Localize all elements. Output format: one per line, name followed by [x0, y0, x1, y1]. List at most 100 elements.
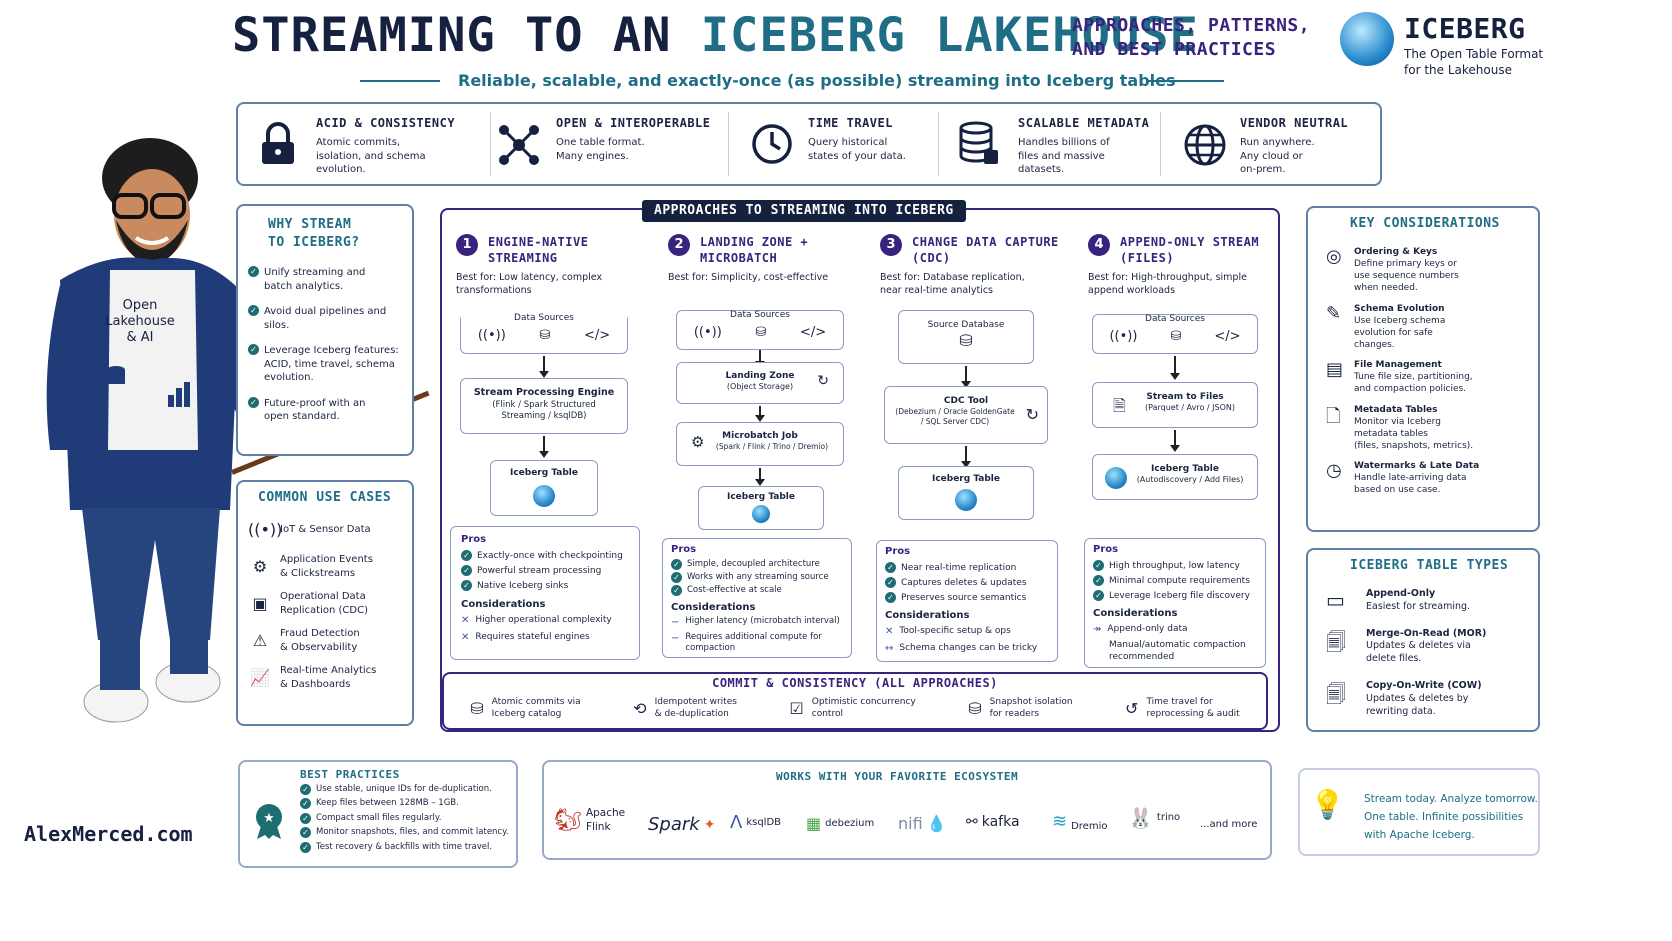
data-sources-box: Data Sources ((•))⛁</>	[460, 312, 628, 354]
approach-3-header: 3 CHANGE DATA CAPTURE (CDC) Best for: Da…	[880, 234, 1090, 298]
key-item-text: use sequence numbers	[1354, 271, 1459, 282]
eco-label: Spark	[648, 814, 700, 835]
feature-title: ACID & CONSISTENCY	[316, 116, 456, 130]
page-title: STREAMING TO AN ICEBERG LAKEHOUSE	[232, 8, 1199, 63]
box-label: (Object Storage)	[726, 382, 794, 392]
best-item: ✓Compact small files regularly.	[300, 812, 515, 824]
con-text: recommended	[1109, 652, 1175, 663]
eco-label: ...and more	[1200, 819, 1258, 830]
key-item-text: Use Iceberg schema	[1354, 315, 1446, 326]
subtitle-line1: APPROACHES, PATTERNS,	[1072, 15, 1311, 36]
svg-text:★: ★	[263, 811, 275, 826]
check-icon: ✓	[671, 558, 682, 570]
eco-title: WORKS WITH YOUR FAVORITE ECOSYSTEM	[776, 770, 1019, 783]
approach-title: APPEND-ONLY STREAM	[1120, 235, 1260, 249]
box-label: Stream to Files	[1146, 392, 1224, 402]
best-for: Best for: Database replication,	[880, 272, 1025, 283]
shirt-line: Lakehouse	[105, 314, 175, 329]
divider	[938, 112, 939, 176]
code-icon: </>	[1214, 329, 1241, 345]
step-number: 3	[880, 234, 902, 256]
cross-icon: ✕	[461, 631, 470, 643]
pro-item: ✓Powerful stream processing	[461, 564, 629, 577]
check-icon: ✓	[300, 812, 311, 824]
stream-icon: ((•))	[477, 328, 506, 344]
iceberg-table-box: Iceberg Table (Autodiscovery / Add Files…	[1092, 454, 1258, 500]
key-item-title: Watermarks & Late Data	[1354, 461, 1480, 472]
key-item-text: Monitor via Iceberg	[1354, 416, 1441, 427]
step-number: 1	[456, 234, 478, 256]
feature-desc: Query historical	[808, 137, 888, 148]
database-icon: ⛁	[755, 325, 767, 341]
commit-text: Time travel for	[1146, 697, 1213, 707]
type-item: 🗐Merge-On-Read (MOR)Updates & deletes vi…	[1326, 628, 1536, 666]
check-icon: ✓	[248, 266, 259, 277]
pro-item: ✓Preserves source semantics	[885, 591, 1049, 604]
shirt-line: & AI	[126, 330, 154, 345]
cons-title: Considerations	[1093, 607, 1178, 619]
globe-icon	[1182, 122, 1228, 168]
landing-zone-box: Landing Zone (Object Storage) ↻	[676, 362, 844, 404]
pro-item: ✓Near real-time replication	[885, 561, 1049, 574]
network-icon	[496, 122, 542, 168]
eco-trino: 🐰trino	[1128, 806, 1180, 830]
con-item: ✕ Requires stateful engines	[461, 631, 629, 645]
gear-icon: ⚙	[691, 433, 705, 451]
iceberg-logo-icon	[1340, 12, 1394, 66]
commit-text: Iceberg catalog	[491, 709, 562, 720]
type-text: Updates & deletes by	[1366, 692, 1469, 704]
cross-icon: ✕	[885, 626, 894, 638]
snapshot-icon: ⛁	[968, 698, 982, 718]
best-practices-card: ★ BEST PRACTICES ✓Use stable, unique IDs…	[238, 760, 518, 868]
step-number: 2	[668, 234, 690, 256]
best-text: Keep files between 128MB – 1GB.	[316, 798, 459, 809]
why-text: Avoid dual pipelines and	[264, 306, 387, 317]
key-item-title: Schema Evolution	[1354, 303, 1445, 314]
iceberg-icon	[533, 485, 555, 508]
con-item: ✕Higher operational complexity	[461, 614, 629, 628]
cta-line: Stream today. Analyze tomorrow.	[1364, 793, 1538, 805]
analytics-icon: 📈	[250, 668, 270, 687]
stream-to-files-box: 🗎 Stream to Files (Parquet / Avro / JSON…	[1092, 382, 1258, 428]
pro-item: ✓Works with any streaming source	[671, 571, 843, 583]
box-label: Stream Processing Engine	[473, 387, 615, 398]
best-for: Best for: High-throughput, simple	[1088, 272, 1247, 283]
box-label: Iceberg Table	[931, 474, 1001, 484]
eco-spark: Spark✦	[648, 814, 715, 835]
key-item-text: Define primary keys or	[1354, 259, 1457, 270]
con-text: Requires stateful engines	[475, 631, 590, 642]
feature-desc: isolation, and schema	[316, 150, 426, 162]
type-item: 🗐Copy-On-Write (COW)Updates & deletes by…	[1326, 680, 1536, 718]
code-icon: </>	[583, 328, 611, 344]
key-item-title: File Management	[1354, 360, 1442, 371]
box-label: Data Sources	[730, 310, 790, 320]
check-icon: ✓	[671, 585, 682, 597]
feature-desc: Handles billions of	[1018, 137, 1110, 148]
box-label: (Parquet / Avro / JSON)	[1145, 403, 1235, 413]
feature-desc: datasets.	[1018, 164, 1065, 175]
dedupe-icon: ⟲	[633, 698, 647, 718]
eco-label: Apache	[585, 807, 626, 819]
use-case-text: Application Events	[280, 554, 373, 565]
site-link[interactable]: AlexMerced.com	[24, 822, 193, 846]
check-icon: ✓	[461, 564, 472, 576]
cons-title: Considerations	[461, 598, 546, 610]
box-label: Source Database	[927, 320, 1005, 330]
dremio-icon: ≋	[1052, 811, 1068, 833]
eco-label: Flink	[585, 821, 611, 834]
why-title-line1: WHY STREAM	[268, 217, 352, 232]
con-item: ↠Append-only data	[1093, 623, 1257, 637]
con-item: −Higher latency (microbatch interval)	[671, 616, 843, 630]
iceberg-table-box: Iceberg Table	[490, 460, 598, 516]
use-case-item: ⚙Application Events& Clickstreams	[248, 553, 408, 580]
divider	[490, 112, 491, 176]
